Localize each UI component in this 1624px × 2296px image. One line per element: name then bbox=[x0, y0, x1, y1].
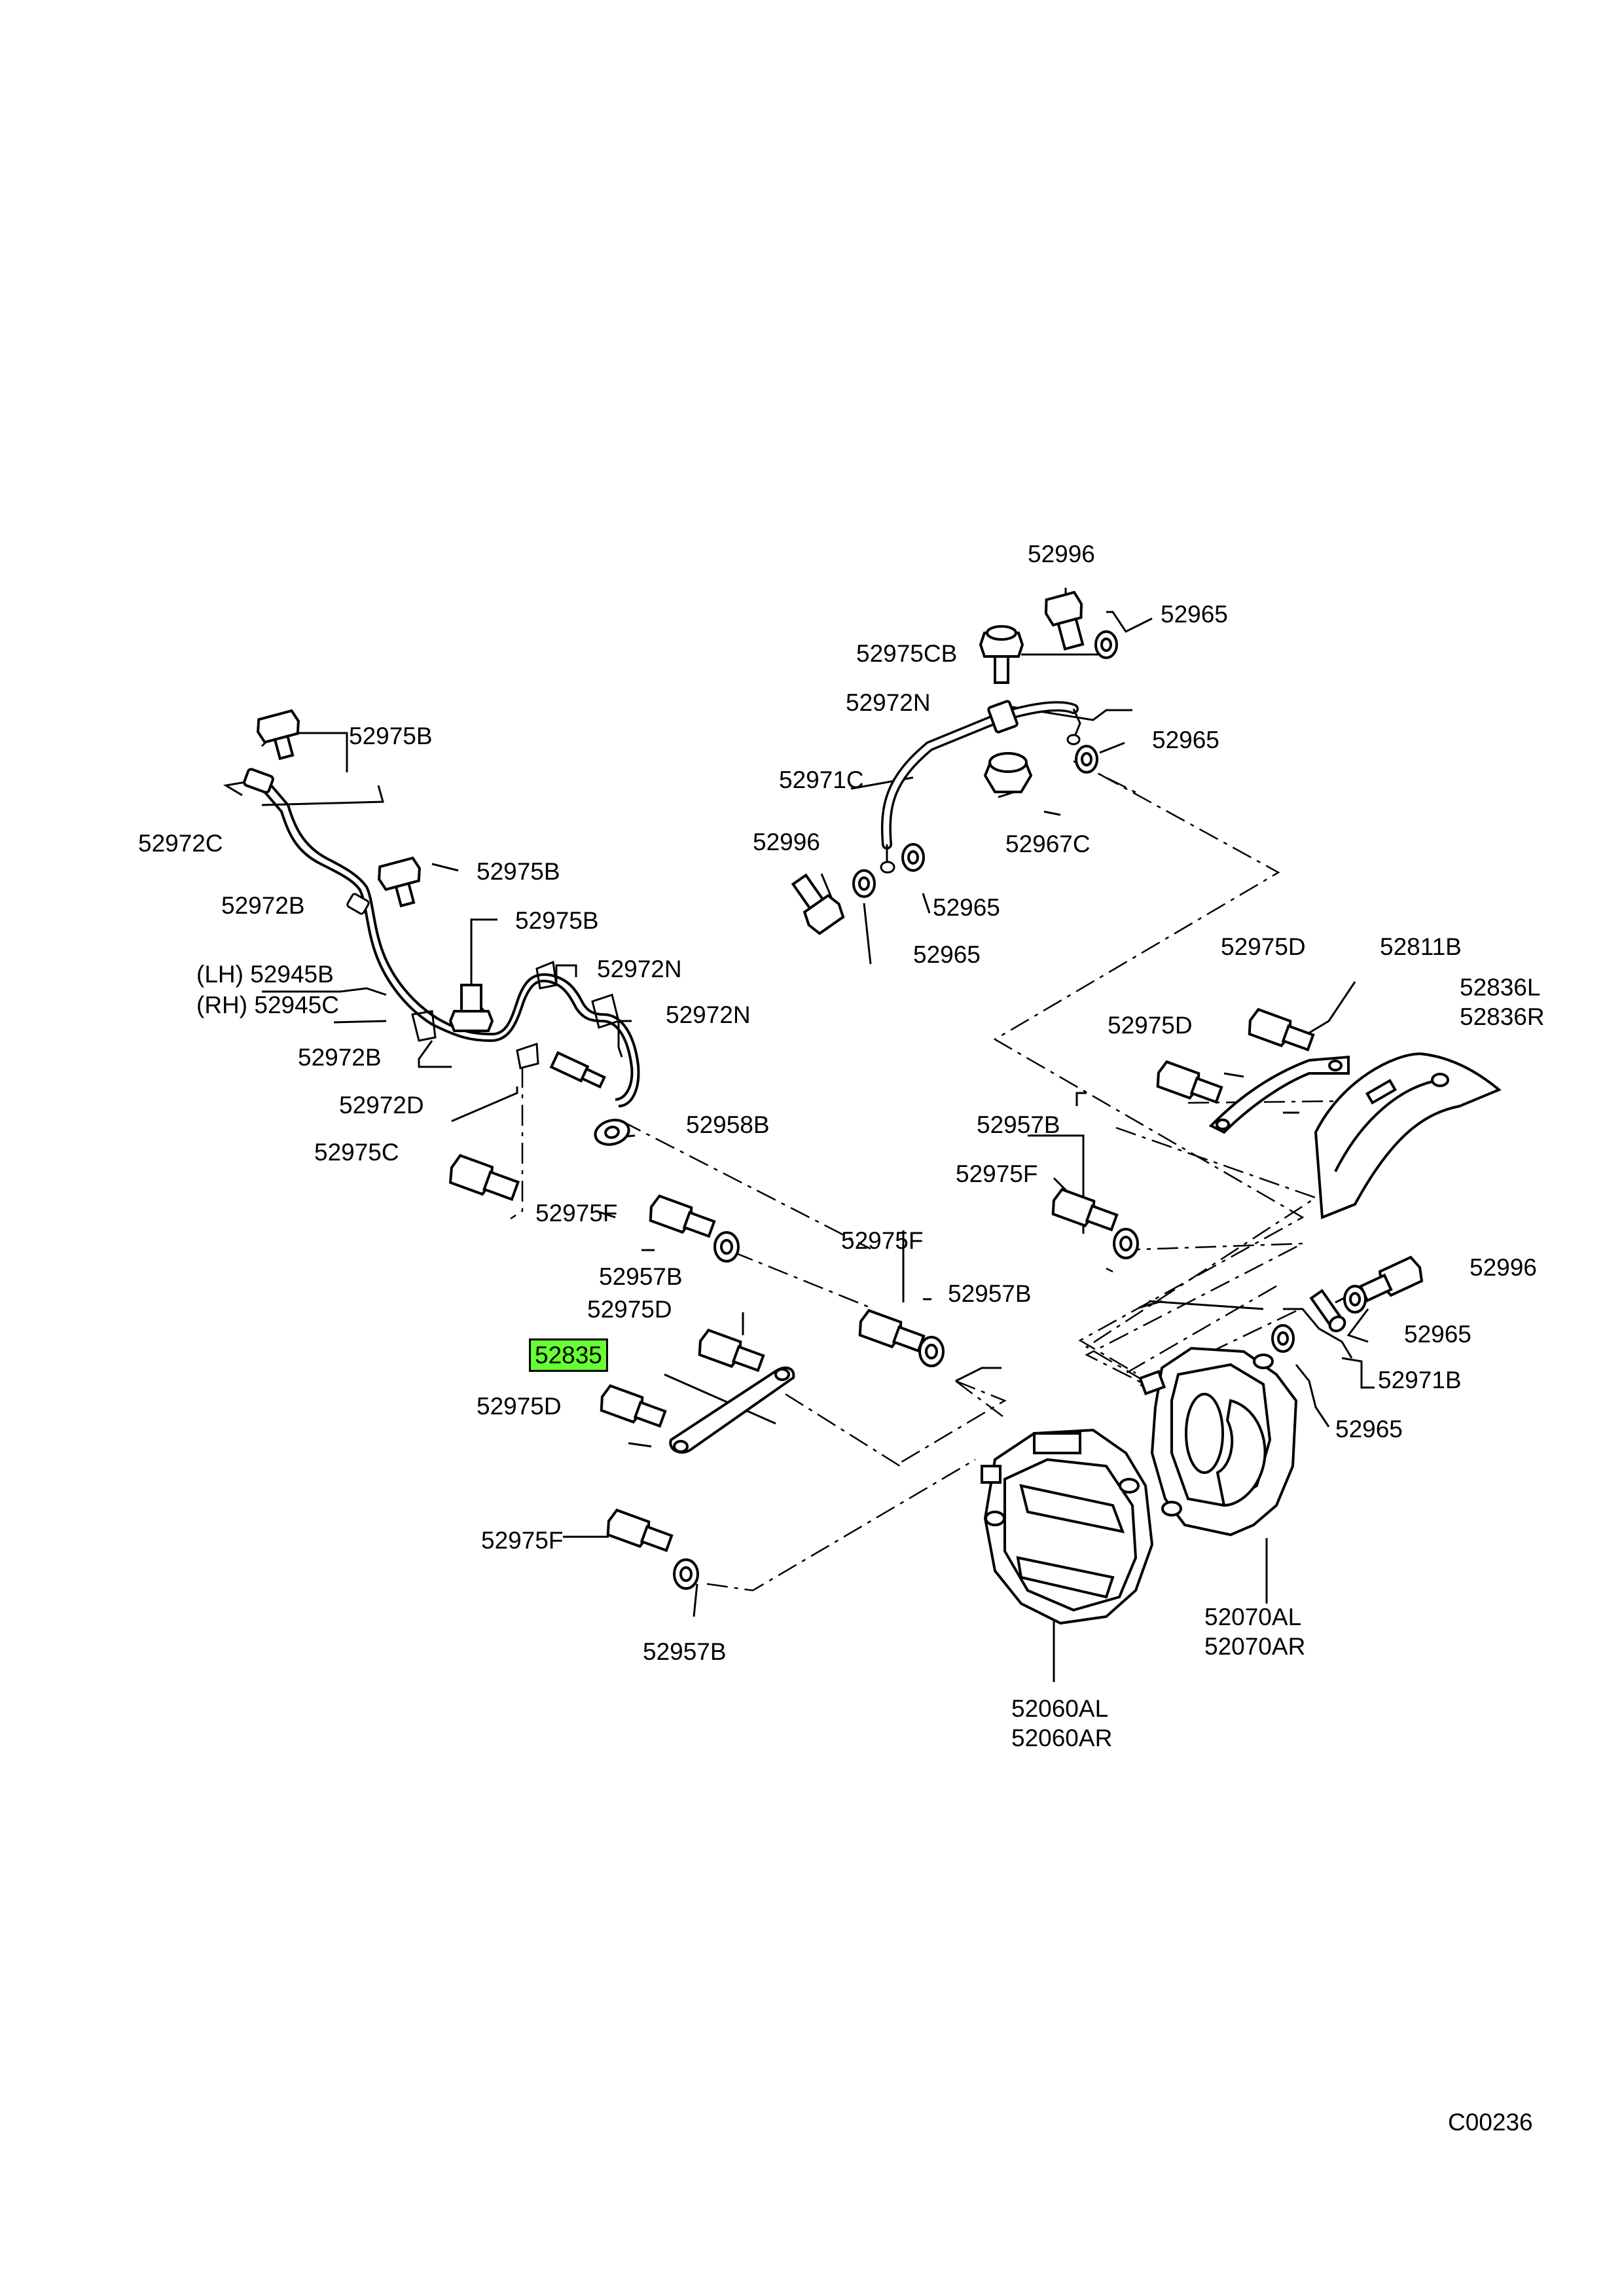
caliper-52060 bbox=[981, 1428, 1154, 1625]
label-52975D-top: 52975D bbox=[1221, 933, 1306, 960]
label-52957B-c: 52957B bbox=[948, 1280, 1032, 1307]
label-52975F-a: 52975F bbox=[956, 1160, 1038, 1187]
label-52945C: (RH) 52945C bbox=[196, 992, 339, 1018]
brake-hose-52971C bbox=[880, 700, 1081, 874]
page-code: C00236 bbox=[1448, 2109, 1533, 2136]
label-52967C: 52967C bbox=[1005, 831, 1091, 857]
bracket-52811B bbox=[1208, 1055, 1350, 1134]
label-52965-c: 52965 bbox=[933, 894, 1000, 921]
label-52965-d: 52965 bbox=[913, 941, 981, 968]
label-52975D-b: 52975D bbox=[587, 1296, 672, 1323]
label-52070AR: 52070AR bbox=[1204, 1633, 1306, 1660]
label-52965-b: 52965 bbox=[1152, 726, 1219, 753]
label-52975D-c: 52975D bbox=[477, 1393, 562, 1420]
label-52836L: 52836L bbox=[1460, 974, 1541, 1001]
label-52975F-d: 52975F bbox=[481, 1527, 564, 1554]
label-52957B-b: 52957B bbox=[599, 1263, 683, 1290]
label-52972D: 52972D bbox=[339, 1092, 424, 1119]
label-52996-right: 52996 bbox=[1470, 1254, 1537, 1281]
sensor-cable-52945 bbox=[223, 768, 640, 1107]
label-52060AL: 52060AL bbox=[1011, 1695, 1109, 1722]
label-52975B-b: 52975B bbox=[477, 858, 560, 885]
label-52975B-a: 52975B bbox=[349, 723, 433, 749]
label-52965-e: 52965 bbox=[1404, 1321, 1471, 1348]
label-52965-a: 52965 bbox=[1161, 601, 1228, 628]
label-52836R: 52836R bbox=[1460, 1003, 1545, 1030]
label-52972B-b: 52972B bbox=[298, 1044, 382, 1071]
label-52060AR: 52060AR bbox=[1011, 1725, 1113, 1751]
label-52975D-mid: 52975D bbox=[1108, 1012, 1193, 1039]
label-52957B-d: 52957B bbox=[643, 1638, 727, 1665]
label-52975CB: 52975CB bbox=[856, 640, 958, 667]
bracket-52835 bbox=[669, 1366, 795, 1454]
label-52971C: 52971C bbox=[779, 766, 864, 793]
caliper-52070 bbox=[1138, 1346, 1298, 1537]
label-52958B: 52958B bbox=[686, 1111, 770, 1138]
label-52811B: 52811B bbox=[1380, 933, 1462, 960]
label-52972N-top: 52972N bbox=[846, 689, 931, 716]
small-parts bbox=[257, 590, 1424, 1590]
dust-cover-52836 bbox=[1314, 1052, 1502, 1219]
label-52972B-a: 52972B bbox=[221, 892, 305, 919]
label-52971B: 52971B bbox=[1378, 1367, 1462, 1393]
label-52945B: (LH) 52945B bbox=[196, 961, 334, 988]
label-52835-highlighted[interactable]: 52835 bbox=[529, 1338, 608, 1372]
label-52975F-b: 52975F bbox=[535, 1200, 618, 1227]
label-52965-f: 52965 bbox=[1335, 1416, 1403, 1443]
label-52972N-a: 52972N bbox=[597, 956, 682, 982]
label-52972C: 52972C bbox=[138, 830, 223, 857]
label-52996-top: 52996 bbox=[1028, 541, 1095, 567]
label-52975F-c: 52975F bbox=[841, 1227, 924, 1254]
label-52972N-b: 52972N bbox=[666, 1001, 751, 1028]
label-52996-mid: 52996 bbox=[753, 829, 820, 855]
label-52975C: 52975C bbox=[314, 1139, 399, 1166]
label-52957B-a: 52957B bbox=[977, 1111, 1060, 1138]
label-52975B-c: 52975B bbox=[515, 907, 599, 934]
label-52070AL: 52070AL bbox=[1204, 1604, 1302, 1630]
